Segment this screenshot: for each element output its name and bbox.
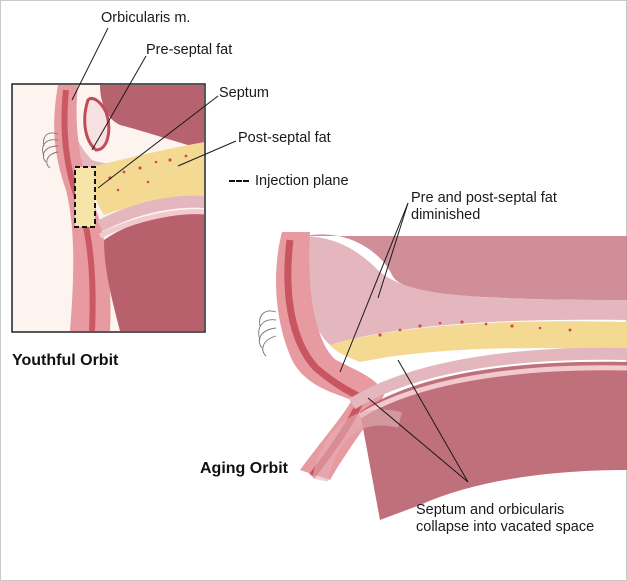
leader-lines: [71, 27, 469, 483]
title-aging-orbit: Aging Orbit: [200, 460, 288, 477]
dashed-line-legend-icon: [229, 180, 249, 183]
youthful-orbit-panel: [11, 83, 206, 333]
label-injection-plane: Injection plane: [229, 173, 349, 190]
label-injection-plane-text: Injection plane: [255, 173, 349, 189]
label-fat-diminished: Pre and post-septal fat diminished: [411, 190, 557, 223]
youthful-sinus: [83, 97, 111, 152]
label-pre-septal-fat: Pre-septal fat: [146, 42, 233, 58]
aging-lashes: [258, 310, 277, 357]
aging-fat-band: [330, 321, 627, 362]
injection-plane-box: [74, 166, 96, 228]
aging-orbit-cavity: [305, 234, 627, 300]
label-orbicularis: Orbicularis m.: [101, 10, 191, 26]
label-septum: Septum: [219, 85, 269, 101]
youthful-lashes: [42, 132, 59, 169]
youthful-orbit-cavity: [100, 85, 204, 150]
youthful-globe: [104, 213, 204, 331]
label-collapse: Septum and orbicularis collapse into vac…: [416, 502, 595, 535]
aging-globe: [360, 361, 627, 520]
label-post-septal-fat: Post-septal fat: [238, 130, 331, 146]
aging-orbit-illustration: [258, 232, 627, 520]
aging-bone-band: [299, 236, 627, 345]
title-youthful-orbit: Youthful Orbit: [12, 352, 119, 369]
